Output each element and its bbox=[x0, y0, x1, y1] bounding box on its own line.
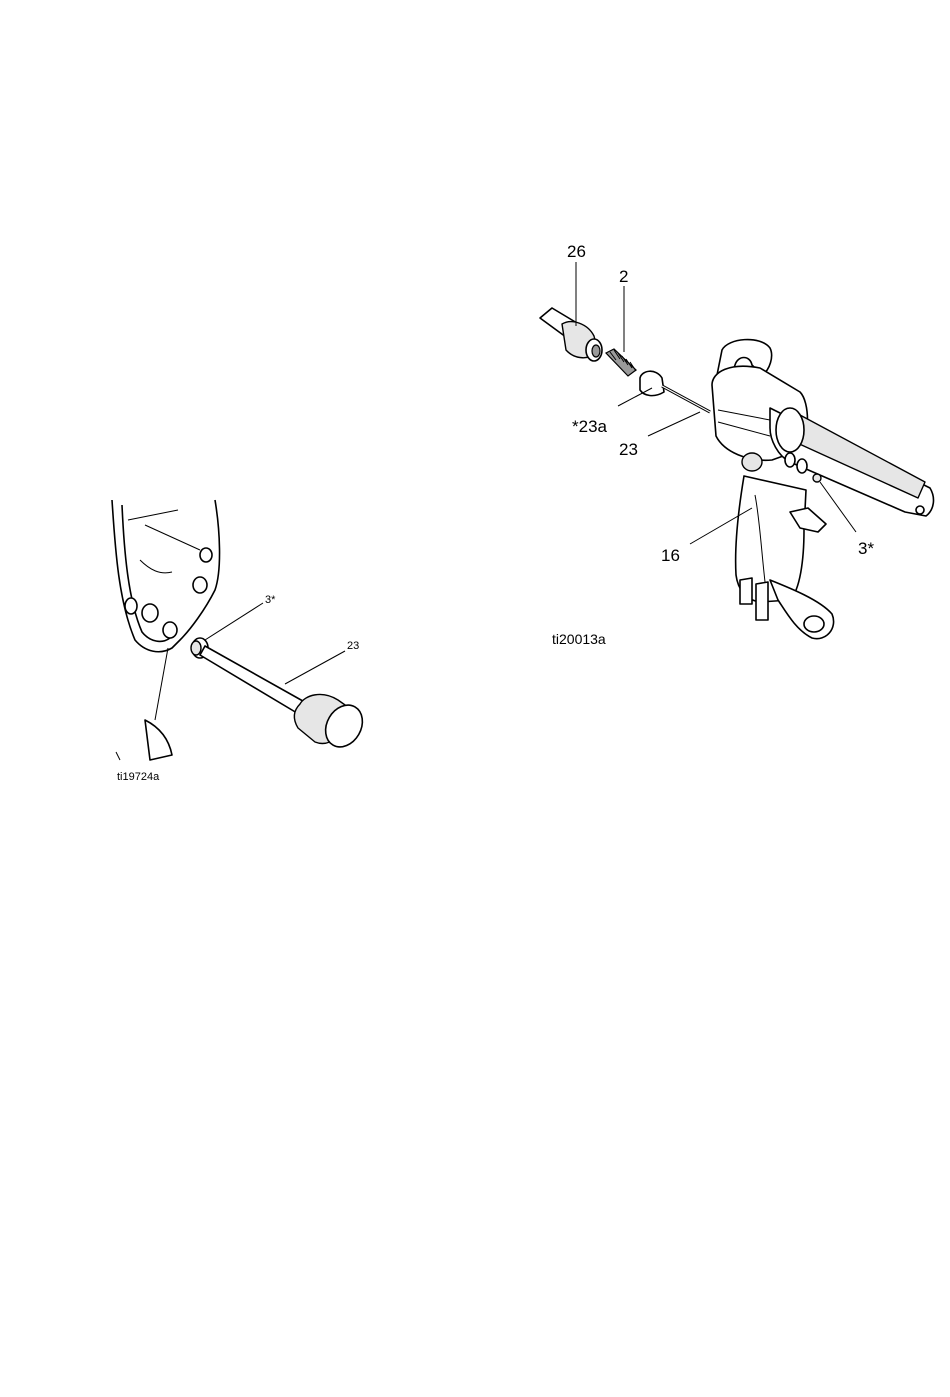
callout-3-star-left: 3* bbox=[265, 594, 276, 606]
leader-23-right bbox=[648, 412, 700, 436]
right-figure: 26 2 *23a 23 3* 16 ti20013a bbox=[540, 242, 933, 647]
callout-3-star-right: 3* bbox=[858, 539, 874, 558]
callout-23a: *23a bbox=[572, 417, 608, 436]
leader-seal-left bbox=[205, 603, 263, 640]
spring-2 bbox=[606, 349, 636, 376]
rod-tool bbox=[200, 646, 370, 754]
leader-23a bbox=[618, 388, 652, 406]
needle-23 bbox=[640, 371, 710, 412]
callout-23-right: 23 bbox=[619, 440, 638, 459]
callout-2: 2 bbox=[619, 267, 628, 286]
figure-id-right: ti20013a bbox=[552, 631, 606, 647]
callout-16: 16 bbox=[661, 546, 680, 565]
gun-body bbox=[712, 340, 933, 639]
leader-rod-left bbox=[285, 651, 345, 684]
callout-23-left: 23 bbox=[347, 640, 359, 652]
gun-body-closeup bbox=[112, 500, 220, 760]
left-figure: 3* 23 ti19724a bbox=[112, 500, 370, 783]
callout-26: 26 bbox=[567, 242, 586, 261]
figure-id-left: ti19724a bbox=[117, 771, 160, 783]
fitting-26 bbox=[540, 308, 602, 361]
